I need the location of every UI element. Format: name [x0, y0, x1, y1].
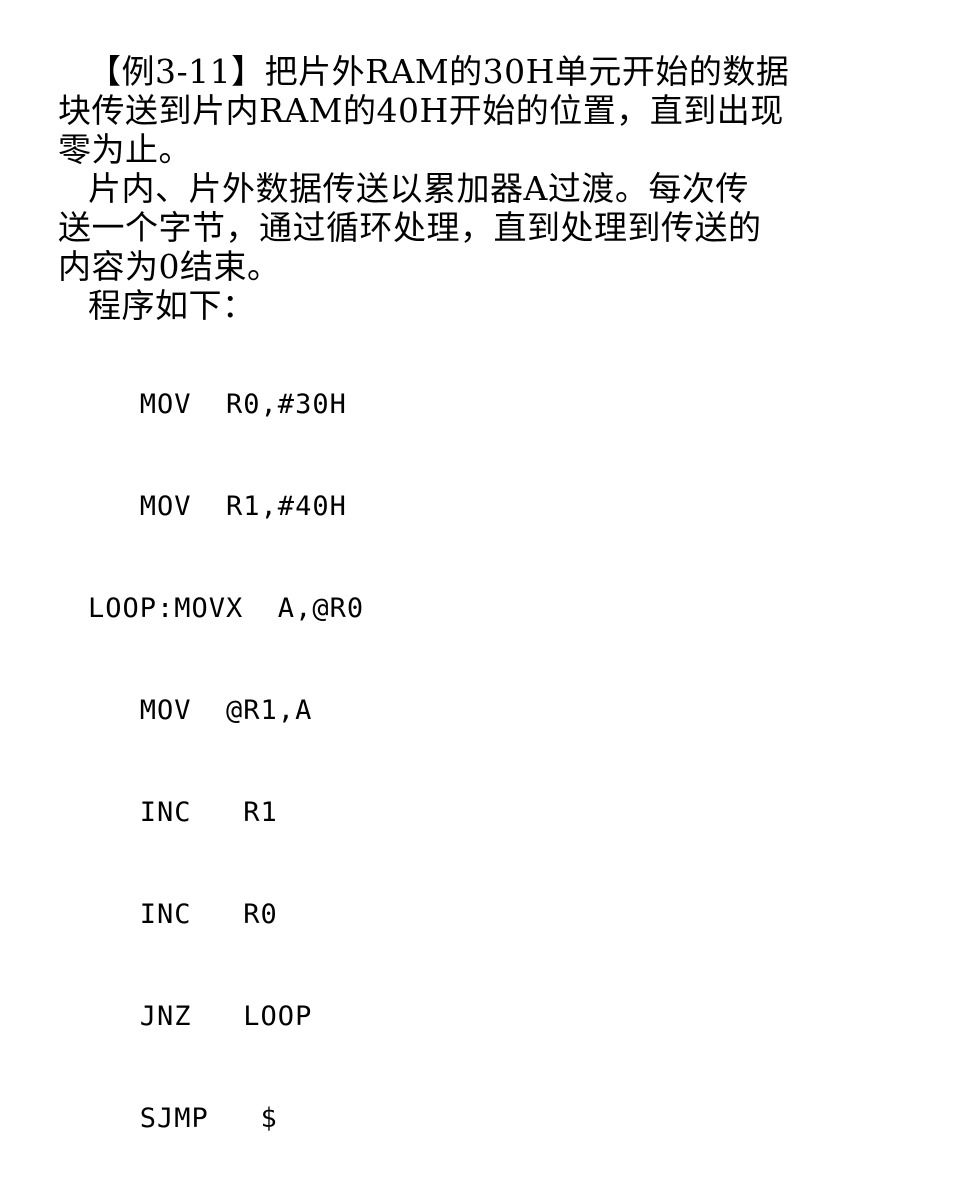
code-line: INC R0: [88, 899, 278, 930]
explanation-line-1: 片内、片外数据传送以累加器A过渡。每次传: [88, 169, 749, 208]
code-line: LOOP:MOVX A,@R0: [88, 593, 365, 624]
code-line: JNZ LOOP: [88, 1001, 313, 1032]
explanation-line-3: 内容为0结束。: [58, 247, 281, 286]
example-title-line-1: 【例3-11】把片外RAM的30H单元开始的数据: [88, 52, 790, 91]
slide-text: 【例3-11】把片外RAM的30H单元开始的数据 块传送到片内RAM的40H开始…: [58, 52, 938, 325]
code-line: MOV R1,#40H: [88, 491, 347, 522]
example-title-line-2: 块传送到片内RAM的40H开始的位置，直到出现: [58, 91, 784, 130]
code-line: SJMP $: [88, 1103, 278, 1134]
code-line: MOV @R1,A: [88, 695, 313, 726]
explanation-line-2: 送一个字节，通过循环处理，直到处理到传送的: [58, 208, 762, 247]
code-line: INC R1: [88, 797, 278, 828]
example-title-line-3: 零为止。: [58, 130, 192, 169]
assembly-code-block: MOV R0,#30H MOV R1,#40H LOOP:MOVX A,@R0 …: [88, 320, 364, 1204]
code-line: MOV R0,#30H: [88, 389, 347, 420]
program-intro: 程序如下：: [88, 286, 256, 325]
slide: 【例3-11】把片外RAM的30H单元开始的数据 块传送到片内RAM的40H开始…: [58, 52, 938, 1134]
